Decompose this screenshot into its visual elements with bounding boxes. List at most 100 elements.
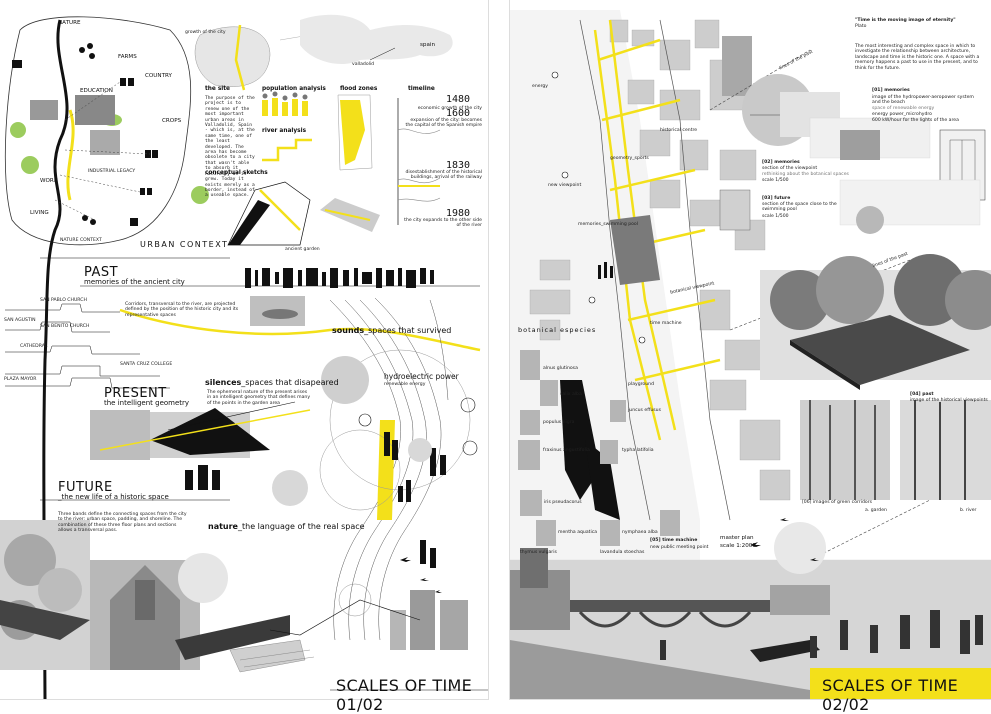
yellow-path [66, 109, 75, 201]
past-title: PAST [84, 265, 119, 280]
growth-title: growth of the city [185, 30, 226, 35]
river-bank [659, 19, 731, 521]
section-label: SAN AGUSTIN [4, 318, 36, 323]
population-figures [262, 98, 308, 116]
future-bars [185, 465, 220, 490]
energy-label: energy [532, 84, 549, 89]
green-area [191, 186, 209, 204]
memories-01-sub: space of renewable energy [872, 106, 935, 111]
sounds-heading: sounds_spaces that survived [332, 326, 451, 335]
section-label: CATHEDRAL [20, 344, 48, 349]
building-cluster [90, 130, 120, 155]
wooden-deck [790, 315, 970, 385]
section-label: SAN PABLO CHURCH [40, 298, 87, 303]
timeline-text: disestablishment of the historical build… [405, 170, 482, 181]
memories-01-text: image of the hydropower-aeropower system… [872, 95, 974, 106]
present-photo [90, 410, 150, 460]
dashed-links [54, 81, 151, 221]
plant-label: juncus effusus [628, 408, 661, 413]
sounds-subtitle: _spaces that survived [364, 326, 452, 335]
master-plan-scale: scale 1:2000 [720, 543, 756, 549]
green-area [21, 156, 39, 174]
towers-photo [410, 590, 435, 650]
map-label-industrial: INDUSTRIAL LEGACY [88, 169, 136, 174]
time-machine-label: time machine [650, 321, 682, 326]
timeline-text: economic growth of the city [417, 106, 482, 111]
river-caption: b. river [960, 508, 977, 513]
urban-context-title: URBAN CONTEXT [140, 240, 229, 249]
map-label-education: EDUCATION [80, 88, 113, 94]
past-04-title: [04] past [910, 392, 934, 397]
factory-icons [12, 43, 158, 226]
plant-label: lavandula stoechas [600, 550, 645, 555]
garden-caption: a. garden [865, 508, 887, 513]
timeline-year: 1480 [446, 94, 471, 105]
sheet-2: "Time is the moving image of eternity" P… [510, 0, 991, 714]
hydro-blocks [384, 432, 446, 568]
memories-01-title: [01] memories [872, 88, 910, 93]
botanical-species-title: botanical especies [518, 326, 597, 334]
yellow-river-strip [377, 420, 395, 520]
time-machine-05-sub: new public meeting point [650, 545, 709, 550]
urban-context-map [4, 16, 192, 246]
quote-author: Plato [855, 24, 867, 29]
map-label-country: COUNTRY [145, 73, 172, 79]
growth-map [194, 26, 271, 87]
plant-illustrations [518, 350, 680, 546]
site-text: The purpose of the project is to renew o… [205, 96, 255, 199]
green-corridors-caption: [06] images of green corridors [802, 500, 872, 505]
section-lines [5, 303, 170, 389]
river-line [42, 19, 69, 700]
timeline-year: 1980 [446, 208, 471, 219]
section-label: PLAZA MAYOR [4, 377, 37, 382]
plant-label: salix alba [560, 392, 582, 397]
map-label-work: WORK [40, 178, 58, 184]
sounds-title: sounds [332, 326, 365, 335]
memories-02-sub: rethinking about the botanical spaces [762, 172, 849, 177]
map-label-nature: NATURE [58, 20, 81, 26]
corridors-text: Corridors, transversal to the river, are… [125, 302, 239, 318]
future-subtitle: _the new life of a historic space [58, 493, 169, 501]
plant-label: nymphaea alba [622, 530, 658, 535]
population-title: population analysis [262, 86, 326, 92]
spain-label: spain [420, 42, 435, 48]
quote: "Time is the moving image of eternity" [855, 18, 956, 23]
present-subtitle: the intelligent geometry [104, 399, 190, 407]
present-title: PRESENT [104, 386, 167, 401]
past-subtitle: memories of the ancient city [84, 278, 185, 286]
plant-label: typha latifolia [622, 448, 654, 453]
silences-subtitle: _spaces that disapeared [241, 378, 339, 387]
hydro-title: hydroelectric power [384, 372, 459, 381]
intro-text: The most interesting and complex space i… [855, 44, 980, 71]
flood-title: flood zones [340, 86, 378, 92]
future-03-scale: scale 1/500 [762, 214, 789, 219]
plant-label: mentha aquatica [558, 530, 598, 535]
geometry-sports-label: geometry_sports [610, 156, 649, 161]
future-03-title: [03] future [762, 196, 791, 201]
timeline-text: the city expands to the other side of th… [404, 218, 482, 229]
pool-strip [610, 215, 660, 285]
memories-02-scale: scale 1/500 [762, 178, 789, 183]
nature-heading: nature_the language of the real space [208, 522, 365, 531]
valladolid-label: valladolid [352, 62, 375, 67]
timeline-year: 1600 [446, 108, 471, 119]
plan-markers [551, 71, 646, 344]
tower-block [722, 36, 752, 96]
memories-01-lights: 600 kW/hour for the lights of the area [872, 118, 959, 123]
memories-02-title: [02] memories [762, 160, 800, 165]
birds [400, 557, 442, 593]
sheet-2-graphics [510, 10, 991, 699]
map-label-farms: FARMS [118, 54, 137, 60]
site-plan [510, 10, 700, 560]
growth-river [234, 24, 246, 91]
nature-title: nature [208, 522, 238, 531]
sheet-1-title: SCALES OF TIME 01/02 [336, 676, 473, 714]
map-label-living: LIVING [30, 210, 49, 216]
spain-pointer [369, 47, 396, 61]
sheet-1-graphics [0, 14, 488, 700]
new-viewpoint-label: new viewpoint [548, 183, 582, 188]
flood-zones-map [340, 100, 365, 165]
plan-pool [719, 189, 751, 231]
ancient-garden-label: ancient garden [285, 247, 320, 252]
time-machine-05-title: [05] time machine [650, 538, 698, 543]
